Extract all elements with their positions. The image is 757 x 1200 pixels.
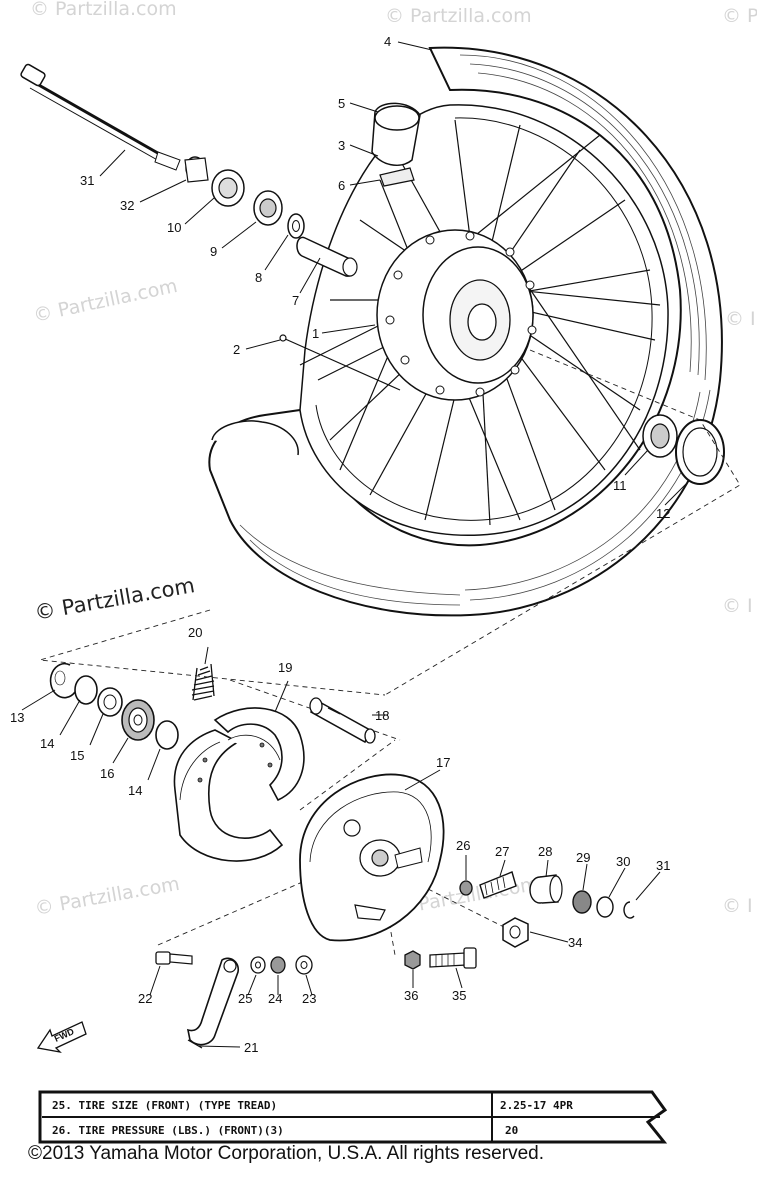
brake-shoe-plate[interactable]: [299, 773, 445, 942]
spec-row-label: 25. TIRE SIZE (FRONT) (TYPE TREAD): [52, 1099, 277, 1112]
callout-10[interactable]: 10: [167, 220, 181, 235]
callout-26[interactable]: 26: [456, 838, 470, 853]
watermark: © Partzilla.com: [33, 873, 181, 920]
circlip[interactable]: [49, 662, 76, 699]
wheel-assembly: [208, 46, 723, 617]
callout-5[interactable]: 5: [338, 96, 345, 111]
right-bearing-group: [642, 414, 725, 485]
callout-27[interactable]: 27: [495, 844, 509, 859]
spec-row-value: 2.25-17 4PR: [500, 1099, 573, 1112]
callout-20[interactable]: 20: [188, 625, 202, 640]
watermark: © Partzilla.com: [31, 275, 179, 327]
callout-4[interactable]: 4: [384, 34, 391, 49]
spring-washer[interactable]: [270, 956, 286, 974]
callout-24[interactable]: 24: [268, 991, 282, 1006]
washers-23-25: [250, 955, 313, 975]
callout-21[interactable]: 21: [244, 1040, 258, 1055]
bolt-35[interactable]: [429, 947, 477, 969]
watermark: © I: [722, 595, 753, 617]
callout-12[interactable]: 12: [656, 506, 670, 521]
axle-group: [20, 63, 358, 277]
callout-23[interactable]: 23: [302, 991, 316, 1006]
spacer[interactable]: [296, 236, 358, 277]
callout-34[interactable]: 34: [568, 935, 582, 950]
callout-29[interactable]: 29: [576, 850, 590, 865]
bushing[interactable]: [529, 874, 563, 904]
callout-14b[interactable]: 14: [128, 783, 142, 798]
bearing[interactable]: [211, 169, 245, 207]
washer[interactable]: [155, 720, 179, 750]
callout-35[interactable]: 35: [452, 988, 466, 1003]
meter-pinion[interactable]: [479, 871, 517, 899]
spec-table: 25. TIRE SIZE (FRONT) (TYPE TREAD) 2.25-…: [38, 1090, 668, 1144]
callout-32[interactable]: 31: [80, 173, 94, 188]
meter-gear[interactable]: [121, 699, 155, 741]
copyright-notice: ©2013 Yamaha Motor Corporation, U.S.A. A…: [28, 1143, 544, 1164]
nut-36[interactable]: [404, 950, 421, 970]
torque-arm[interactable]: [186, 957, 240, 1049]
callout-33[interactable]: 32: [120, 198, 134, 213]
spec-row-label: 26. TIRE PRESSURE (LBS.) (FRONT)(3): [52, 1124, 284, 1137]
callout-16[interactable]: 16: [100, 766, 114, 781]
callout-31[interactable]: 31: [656, 858, 670, 873]
washer[interactable]: [459, 880, 473, 896]
callout-19[interactable]: 19: [278, 660, 292, 675]
tube-section: [211, 420, 299, 456]
brake-shoes[interactable]: [173, 707, 305, 862]
callout-15[interactable]: 15: [70, 748, 84, 763]
watermark: © I: [725, 308, 756, 330]
hub[interactable]: [376, 229, 537, 401]
torque-bolt[interactable]: [155, 951, 193, 965]
callout-8[interactable]: 8: [255, 270, 262, 285]
callout-30[interactable]: 30: [616, 854, 630, 869]
leader-lines: [21, 41, 691, 1048]
watermark: © Partzilla.com: [30, 0, 177, 20]
watermark: © Partzilla.com: [33, 573, 197, 625]
circlip[interactable]: [623, 901, 635, 919]
washer[interactable]: [74, 675, 98, 705]
callout-13[interactable]: 13: [10, 710, 24, 725]
lock-washer[interactable]: [97, 687, 123, 717]
spec-row-value: 20: [505, 1124, 518, 1137]
callout-1[interactable]: 1: [312, 326, 319, 341]
oil-seal[interactable]: [572, 890, 592, 914]
watermark: © I: [722, 895, 753, 917]
callout-36[interactable]: 36: [404, 988, 418, 1003]
callout-14[interactable]: 14: [40, 736, 54, 751]
tire[interactable]: [208, 46, 723, 617]
callout-17[interactable]: 17: [436, 755, 450, 770]
axle[interactable]: [20, 63, 181, 171]
collar[interactable]: [184, 156, 209, 183]
callout-7[interactable]: 7: [292, 293, 299, 308]
watermark: © P: [722, 5, 757, 27]
callouts: 4 5 3 6 31 32 10 9 8 7 1 2 11 12 13 14 1…: [10, 34, 670, 1055]
callout-11[interactable]: 11: [613, 478, 627, 493]
fwd-arrow: FWD: [36, 1021, 87, 1054]
oil-seal-right[interactable]: [675, 419, 725, 485]
callout-6[interactable]: 6: [338, 178, 345, 193]
washer[interactable]: [596, 896, 614, 918]
watermark: © Partzilla.com: [385, 5, 532, 27]
plain-washer[interactable]: [250, 956, 266, 974]
shoe-spring[interactable]: [191, 663, 215, 701]
callout-3[interactable]: 3: [338, 138, 345, 153]
brake-small-parts: [49, 662, 179, 750]
spoke-detail[interactable]: [279, 334, 401, 391]
meter-drive-group: [459, 871, 635, 919]
bearing-right[interactable]: [642, 414, 678, 458]
nut[interactable]: [295, 955, 313, 975]
tire-tread: [239, 54, 711, 606]
oil-seal[interactable]: [253, 190, 283, 226]
callout-18[interactable]: 18: [375, 708, 389, 723]
callout-22[interactable]: 22: [138, 991, 152, 1006]
callout-2[interactable]: 2: [233, 342, 240, 357]
callout-28[interactable]: 28: [538, 844, 552, 859]
callout-9[interactable]: 9: [210, 244, 217, 259]
axle-nut[interactable]: [502, 917, 529, 948]
callout-25[interactable]: 25: [238, 991, 252, 1006]
brake-camshaft[interactable]: [309, 697, 376, 744]
washer[interactable]: [287, 213, 305, 239]
